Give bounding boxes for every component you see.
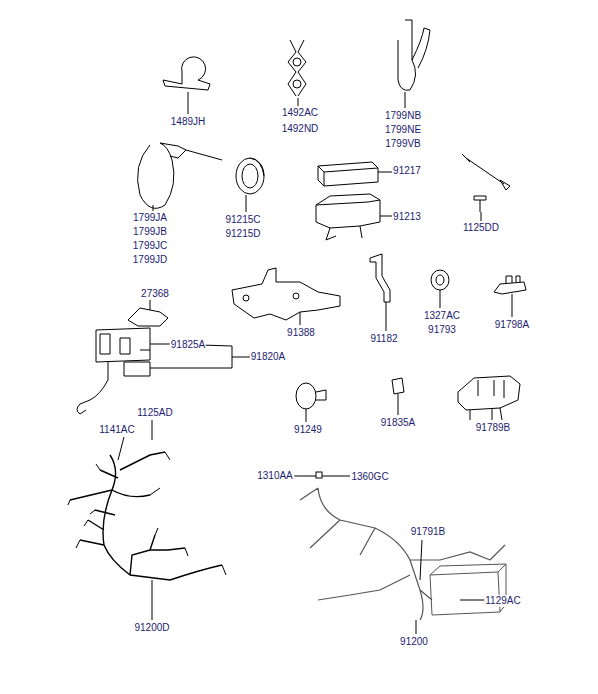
callout-number: 91217 xyxy=(392,165,422,177)
callout-number: 91791B xyxy=(410,526,446,538)
callout-number: 91798A xyxy=(494,319,530,331)
callout-number: 1360GC xyxy=(350,471,389,483)
callout-number: 1125DD xyxy=(462,222,500,234)
callout-number: 1310AA xyxy=(256,470,294,482)
callout-number: 1129AC xyxy=(484,595,521,607)
callout-number: 91200 xyxy=(399,636,429,648)
callout-number: 91789B xyxy=(475,422,511,434)
callout-number: 1492AC xyxy=(281,107,319,119)
callout-number: 1799NE xyxy=(384,124,422,136)
callout-number: 91200D xyxy=(133,622,170,634)
callout-number: 91215C xyxy=(224,214,261,226)
callout-number: 91249 xyxy=(293,424,323,436)
callout-number: 1799JC xyxy=(132,240,168,252)
callout-number: 91388 xyxy=(286,327,316,339)
callout-number: 1799JB xyxy=(132,226,168,238)
callout-number: 1799NB xyxy=(384,110,422,122)
callout-number: 91820A xyxy=(250,351,286,363)
callout-number: 1799JD xyxy=(132,254,168,266)
callout-number: 91793 xyxy=(427,324,457,336)
callout-number: 1141AC xyxy=(98,424,135,436)
callout-number: 91835A xyxy=(380,417,416,429)
callout-number: 91215D xyxy=(224,228,261,240)
callout-number: 1799JA xyxy=(132,212,168,224)
callout-number: 1799VB xyxy=(384,138,422,150)
callout-number: 1327AC xyxy=(423,310,461,322)
callout-number: 27368 xyxy=(140,288,170,300)
callout-number: 91213 xyxy=(392,211,422,223)
callout-number: 1492ND xyxy=(281,123,320,135)
callout-number: 1125AD xyxy=(136,407,173,419)
callout-number: 91182 xyxy=(369,333,398,345)
callout-number: 1489JH xyxy=(170,116,206,128)
callout-number: 91825A xyxy=(170,339,206,351)
